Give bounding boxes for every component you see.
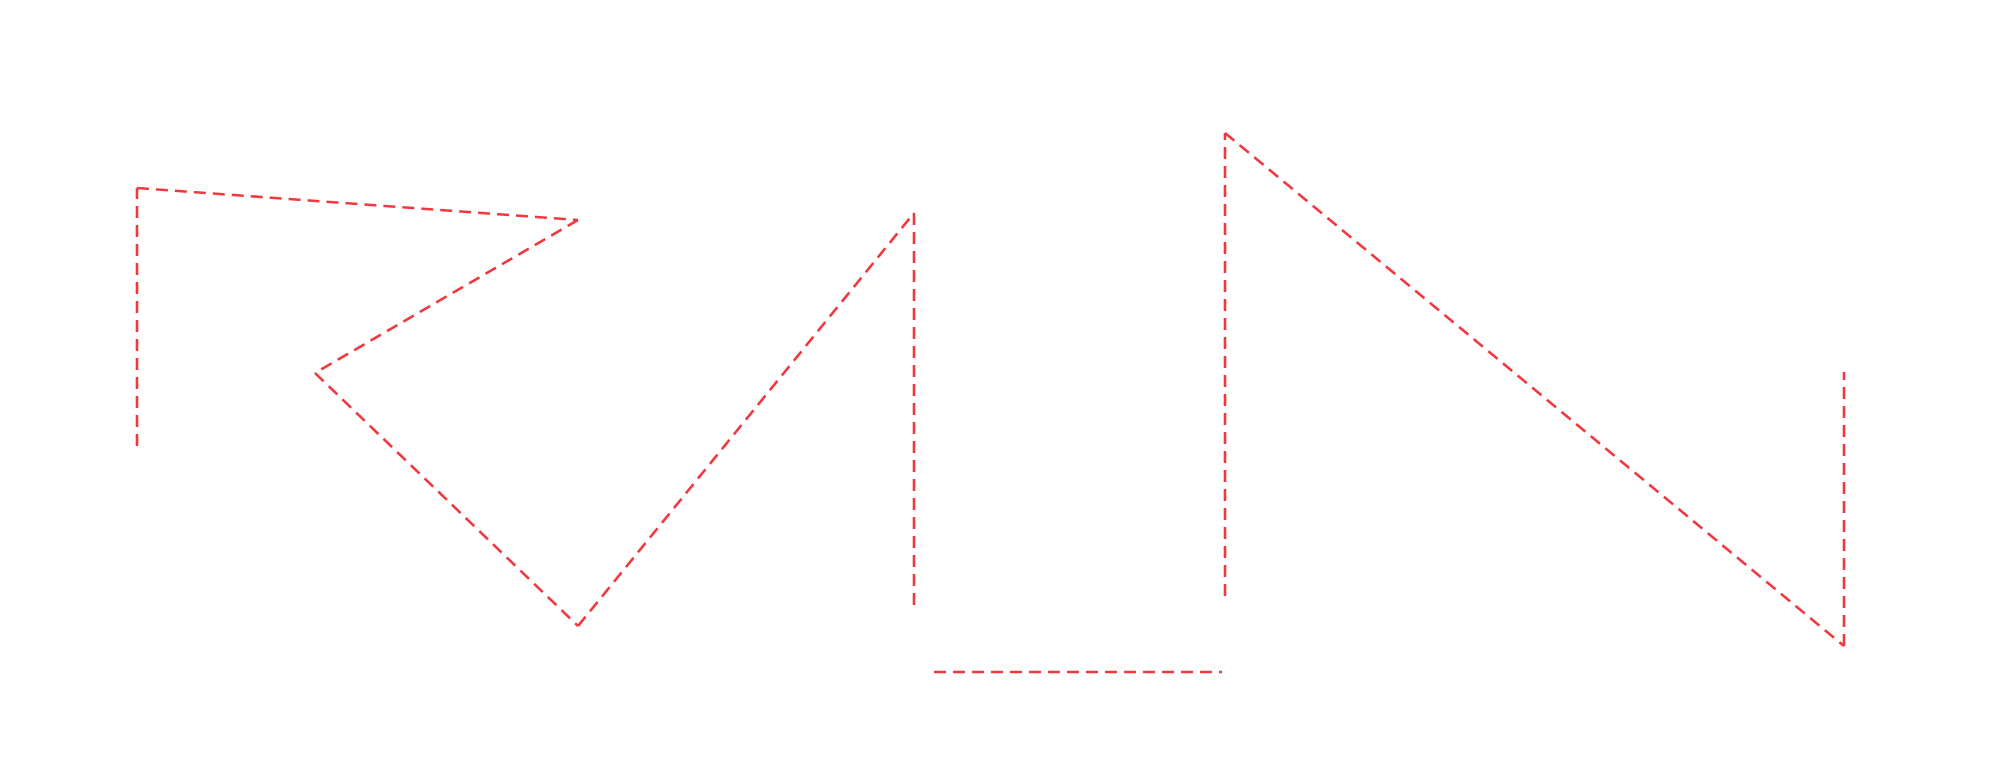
path-segment-rising-diagonal (576, 212, 916, 627)
path-segment-top-edge (136, 186, 579, 222)
path-segment-lower-left-diagonal (314, 372, 579, 627)
path-segment-upper-diagonal (314, 218, 579, 375)
path-segment-long-diagonal (1224, 131, 1845, 648)
dashed-path-group (135, 131, 1846, 674)
